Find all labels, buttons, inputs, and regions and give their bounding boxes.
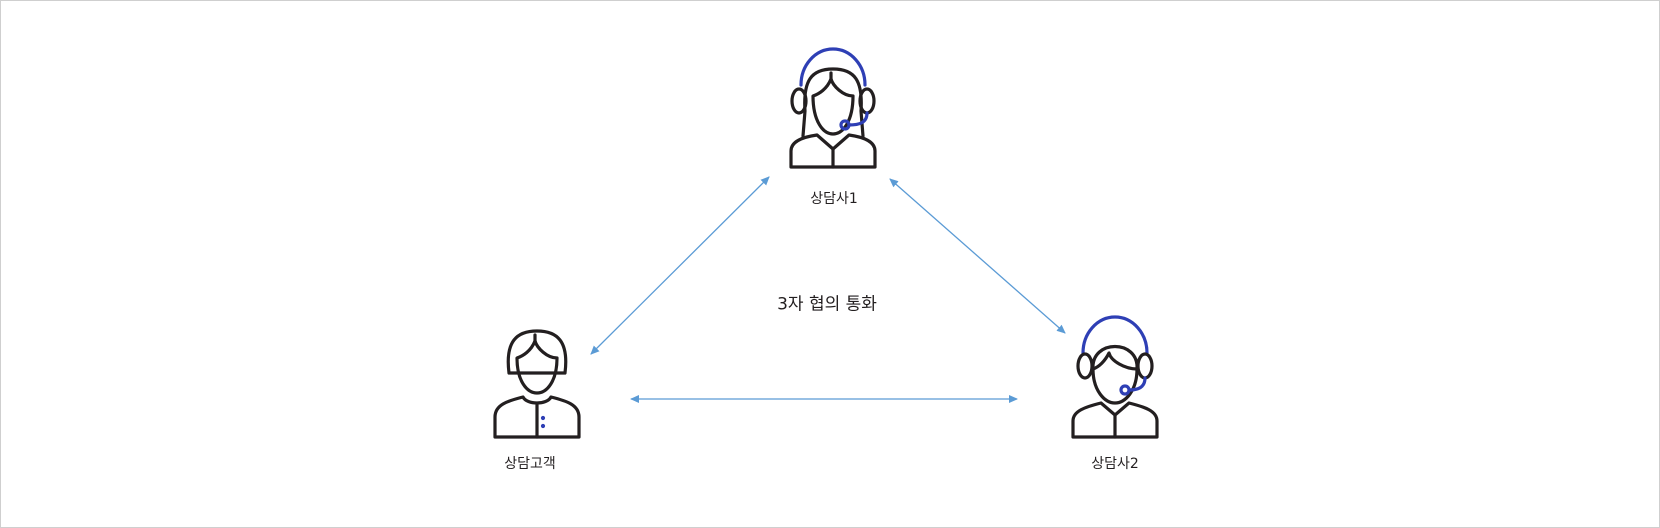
agent1-label: 상담사1 (810, 191, 858, 207)
customer-label: 상담고객 (504, 456, 556, 472)
female-customer-icon (493, 329, 581, 439)
diagram-title: 3자 협의 통화 (777, 294, 877, 315)
female-agent-headset-icon (789, 47, 877, 169)
male-agent-headset-icon (1071, 315, 1159, 439)
arrow-agent1-agent2 (889, 178, 1066, 334)
arrow-customer-agent1 (590, 176, 770, 355)
agent2-label: 상담사2 (1091, 456, 1139, 472)
